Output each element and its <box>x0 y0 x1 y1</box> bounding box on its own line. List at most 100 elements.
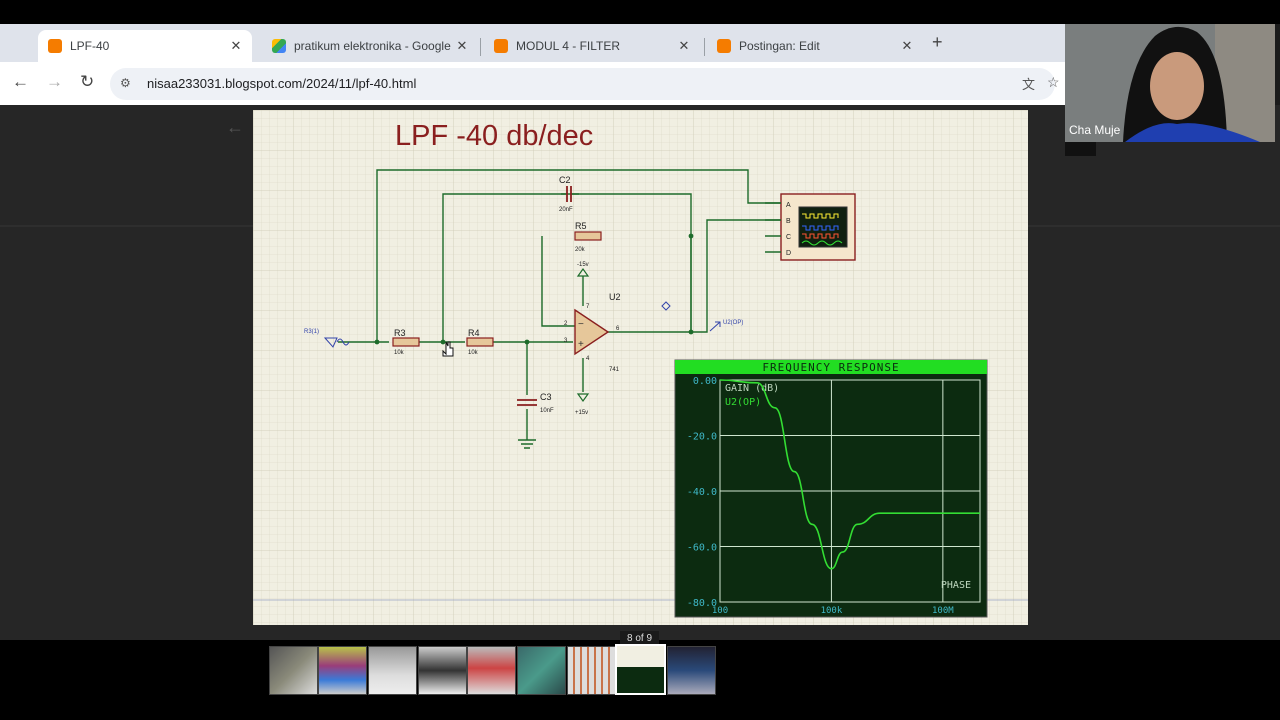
window-top-bar <box>0 0 1280 24</box>
junction-dots <box>374 233 694 345</box>
pin-3: 3 <box>564 338 568 344</box>
r4-value: 10k <box>468 350 479 356</box>
close-icon[interactable]: ✕ <box>678 38 690 53</box>
tab-separator <box>480 38 481 56</box>
frequency-response-graph: FREQUENCY RESPONSE 0.00 -20.0 -40.0 -60.… <box>674 359 988 618</box>
slide-thumbnail[interactable] <box>418 646 467 695</box>
translate-icon[interactable]: 文 <box>1022 77 1036 92</box>
tab-title: pratikum elektronika - Google D <box>294 39 454 53</box>
r4-label: R4 <box>468 328 480 338</box>
tab-postingan-edit[interactable]: Postingan: Edit ✕ <box>707 30 923 62</box>
y-tick: -20.0 <box>687 432 717 443</box>
tab-title: LPF-40 <box>70 39 110 53</box>
slide-thumbnail[interactable] <box>269 646 318 695</box>
u2-part: 741 <box>609 367 620 373</box>
x-tick: 100M <box>932 606 954 616</box>
y-tick: -40.0 <box>687 487 717 498</box>
y-tick-labels: 0.00 -20.0 -40.0 -60.0 -80.0 <box>687 376 717 609</box>
tab-pratikum-elektronika[interactable]: pratikum elektronika - Google D ✕ <box>262 30 478 62</box>
svg-text:−: − <box>578 319 584 330</box>
r5-value: 20k <box>575 247 586 253</box>
blogger-icon <box>717 39 731 53</box>
tab-title: MODUL 4 - FILTER <box>516 39 621 53</box>
browser-toolbar: ← → ↻ ⚙ nisaa233031.blogspot.com/2024/11… <box>0 62 1065 105</box>
scope-channel-d: D <box>786 250 791 257</box>
slide-thumbnail[interactable] <box>368 646 417 695</box>
c3-label: C3 <box>540 392 552 402</box>
y-tick: 0.00 <box>693 376 717 387</box>
scope-channel-a: A <box>786 202 791 209</box>
r3-value: 10k <box>394 350 405 356</box>
r5-label: R5 <box>575 221 587 231</box>
voltage-probe: U2(OP) <box>709 320 743 332</box>
webcam-caption-strip <box>1065 142 1096 156</box>
scope-channel-b: B <box>786 218 791 225</box>
back-arrow-icon[interactable]: ← <box>226 117 244 137</box>
scope-channel-c: C <box>786 234 791 241</box>
capacitor-c3: C3 10nF <box>517 392 554 414</box>
page-counter: 8 of 9 <box>620 631 660 646</box>
gain-legend: GAIN (dB) <box>725 383 779 394</box>
u2-label: U2 <box>609 292 621 302</box>
vpos-label: +15v <box>575 410 588 416</box>
y-tick: -60.0 <box>687 543 717 554</box>
slide-thumbnail[interactable] <box>517 646 566 695</box>
gain-curve-series-line <box>719 379 980 570</box>
gridlines <box>720 380 980 602</box>
webcam-tile: Cha Muje <box>1065 24 1275 142</box>
y-tick: -80.0 <box>687 598 717 609</box>
back-arrow-icon[interactable]: ← <box>12 72 29 91</box>
close-icon[interactable]: ✕ <box>456 38 468 53</box>
opamp-u2: − + U2 741 2 3 6 7 4 <box>564 292 621 373</box>
pin-6: 6 <box>616 326 620 332</box>
address-bar[interactable]: ⚙ nisaa233031.blogspot.com/2024/11/lpf-4… <box>110 68 1060 100</box>
blogger-icon <box>494 39 508 53</box>
svg-text:+: + <box>578 339 584 350</box>
slide-thumbnail[interactable] <box>667 646 716 695</box>
site-settings-icon[interactable]: ⚙ <box>120 76 131 90</box>
slide-image: LPF -40 db/dec C2 20nF <box>253 110 1028 625</box>
resistor-r5: R5 20k <box>574 221 602 253</box>
reload-icon[interactable]: ↻ <box>80 72 95 91</box>
r3-label: R3 <box>394 328 406 338</box>
new-tab-plus-icon[interactable]: + <box>932 32 943 52</box>
probe-label: U2(OP) <box>723 320 743 326</box>
resistor-r4: R4 10k <box>466 328 494 356</box>
c3-value: 10nF <box>540 408 554 414</box>
pin-4: 4 <box>586 356 590 362</box>
pin-2: 2 <box>564 321 568 327</box>
slide-thumbnail[interactable] <box>318 646 367 695</box>
c2-value: 20nF <box>559 207 573 213</box>
url-text: nisaa233031.blogspot.com/2024/11/lpf-40.… <box>147 76 417 91</box>
tab-strip: ⌄ LPF-40 ✕ pratikum elektronika - Google… <box>0 24 1065 72</box>
supply-minus: -15v <box>576 262 590 277</box>
graph-header: FREQUENCY RESPONSE <box>762 361 899 374</box>
pin-7: 7 <box>586 304 590 310</box>
tab-lpf-40[interactable]: LPF-40 ✕ <box>38 30 252 62</box>
google-drive-icon <box>272 39 286 53</box>
close-icon[interactable]: ✕ <box>230 38 242 53</box>
slide-thumbnail-selected[interactable] <box>615 644 666 695</box>
forward-arrow-icon[interactable]: → <box>46 72 63 91</box>
capacitor-c2: C2 20nF <box>559 175 579 213</box>
slide-thumbnail[interactable] <box>467 646 516 695</box>
supply-plus: +15v <box>575 393 590 416</box>
phase-label: PHASE <box>941 580 971 591</box>
mouse-cursor-icon <box>442 341 454 357</box>
tab-modul-4-filter[interactable]: MODUL 4 - FILTER ✕ <box>484 30 700 62</box>
signal-source: R3(1) <box>304 329 350 348</box>
x-tick: 100 <box>712 606 728 616</box>
participant-name: Cha Muje <box>1069 123 1121 137</box>
tab-separator <box>704 38 705 56</box>
series-legend: U2(OP) <box>725 397 761 408</box>
close-icon[interactable]: ✕ <box>901 38 913 53</box>
webcam-video <box>1065 24 1275 142</box>
slide-thumbnail[interactable] <box>567 646 616 695</box>
oscilloscope: A B C D <box>765 193 856 261</box>
resistor-r3: R3 10k <box>392 328 420 356</box>
bookmark-star-icon[interactable]: ☆ <box>1047 74 1060 90</box>
blogger-icon <box>48 39 62 53</box>
page-viewer: ← LPF -40 db/dec <box>0 105 1280 640</box>
tab-title: Postingan: Edit <box>739 39 820 53</box>
graph-header-bar <box>675 360 987 374</box>
